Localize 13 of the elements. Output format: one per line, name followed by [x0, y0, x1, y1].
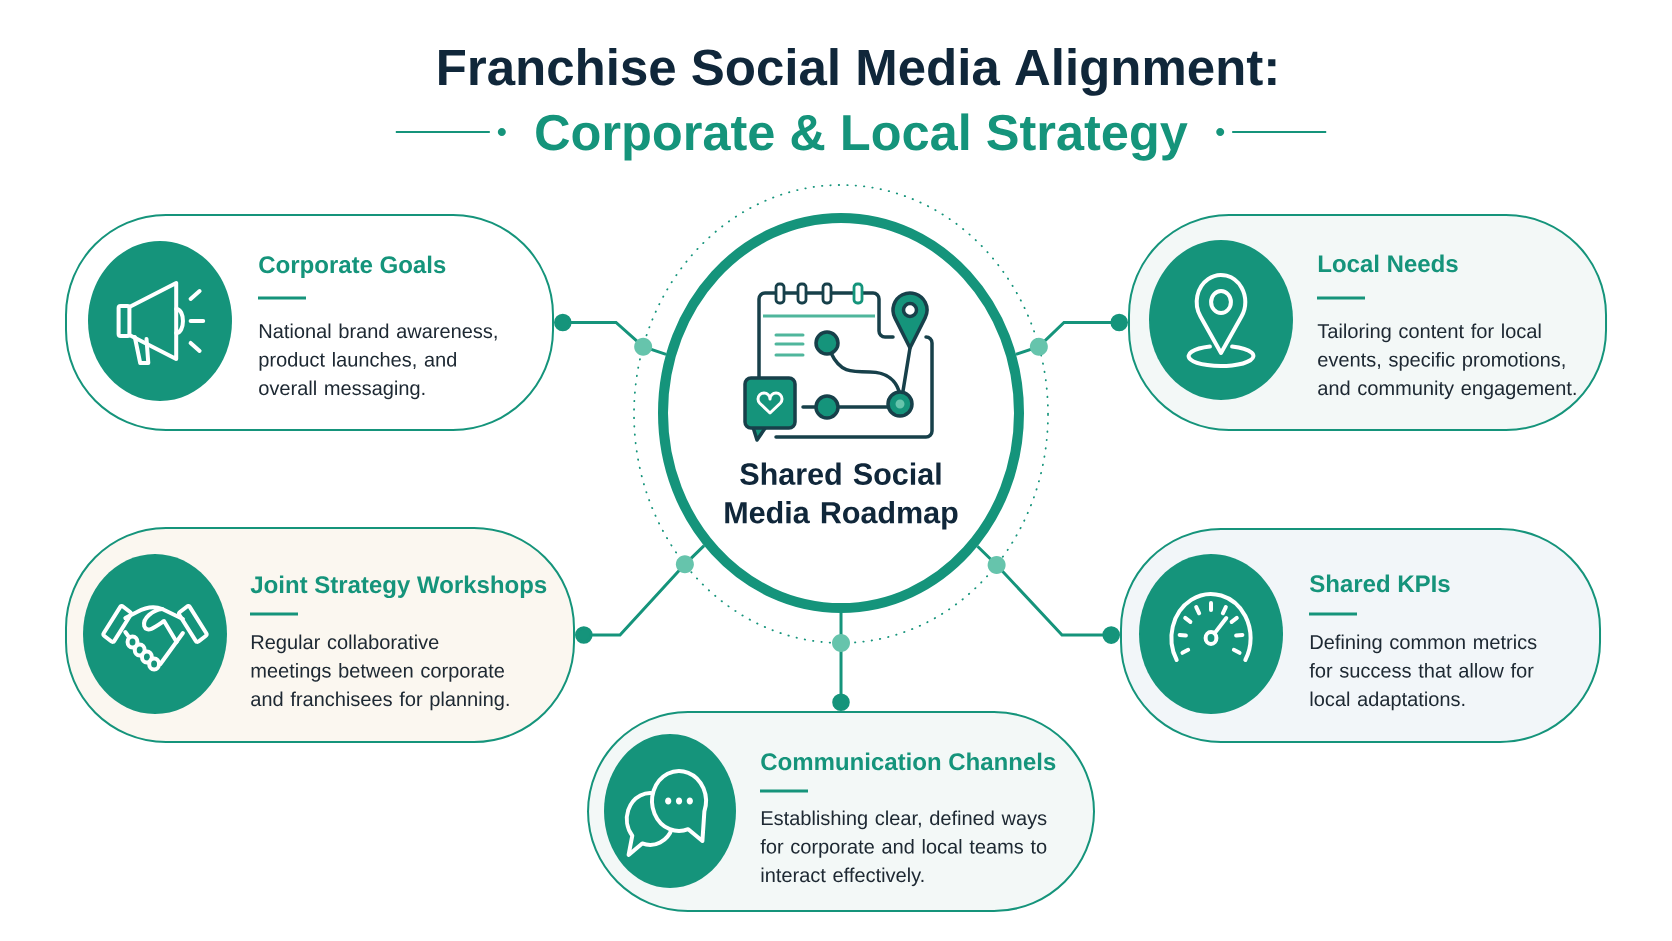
- hub-title: Shared Social Media Roadmap: [725, 462, 958, 530]
- card-title: Local Needs: [1318, 254, 1458, 273]
- card-text: Tailoring content for local events, specific promotions, and community engagement.: [1317, 323, 1576, 400]
- card-text: Establishing clear, defined ways for corporate and local teams to interact effectively.: [760, 810, 1047, 887]
- subtitle: Corporate & Local Strategy: [536, 113, 1188, 161]
- card-title: Joint Strategy Workshops: [250, 575, 547, 599]
- card-title: Communication Channels: [761, 752, 1056, 771]
- card-title: Corporate Goals: [259, 255, 446, 278]
- card-title: Shared KPIs: [1310, 574, 1450, 593]
- card-text: National brand awareness, product launches, and overall messaging.: [259, 323, 497, 400]
- card-text: Defining common metrics for success that allow for local adaptations.: [1309, 634, 1537, 711]
- title: Franchise Social Media Alignment:: [439, 48, 1276, 96]
- card-text: Regular collaborative meetings between corporate and franchisees for planning.: [251, 634, 509, 711]
